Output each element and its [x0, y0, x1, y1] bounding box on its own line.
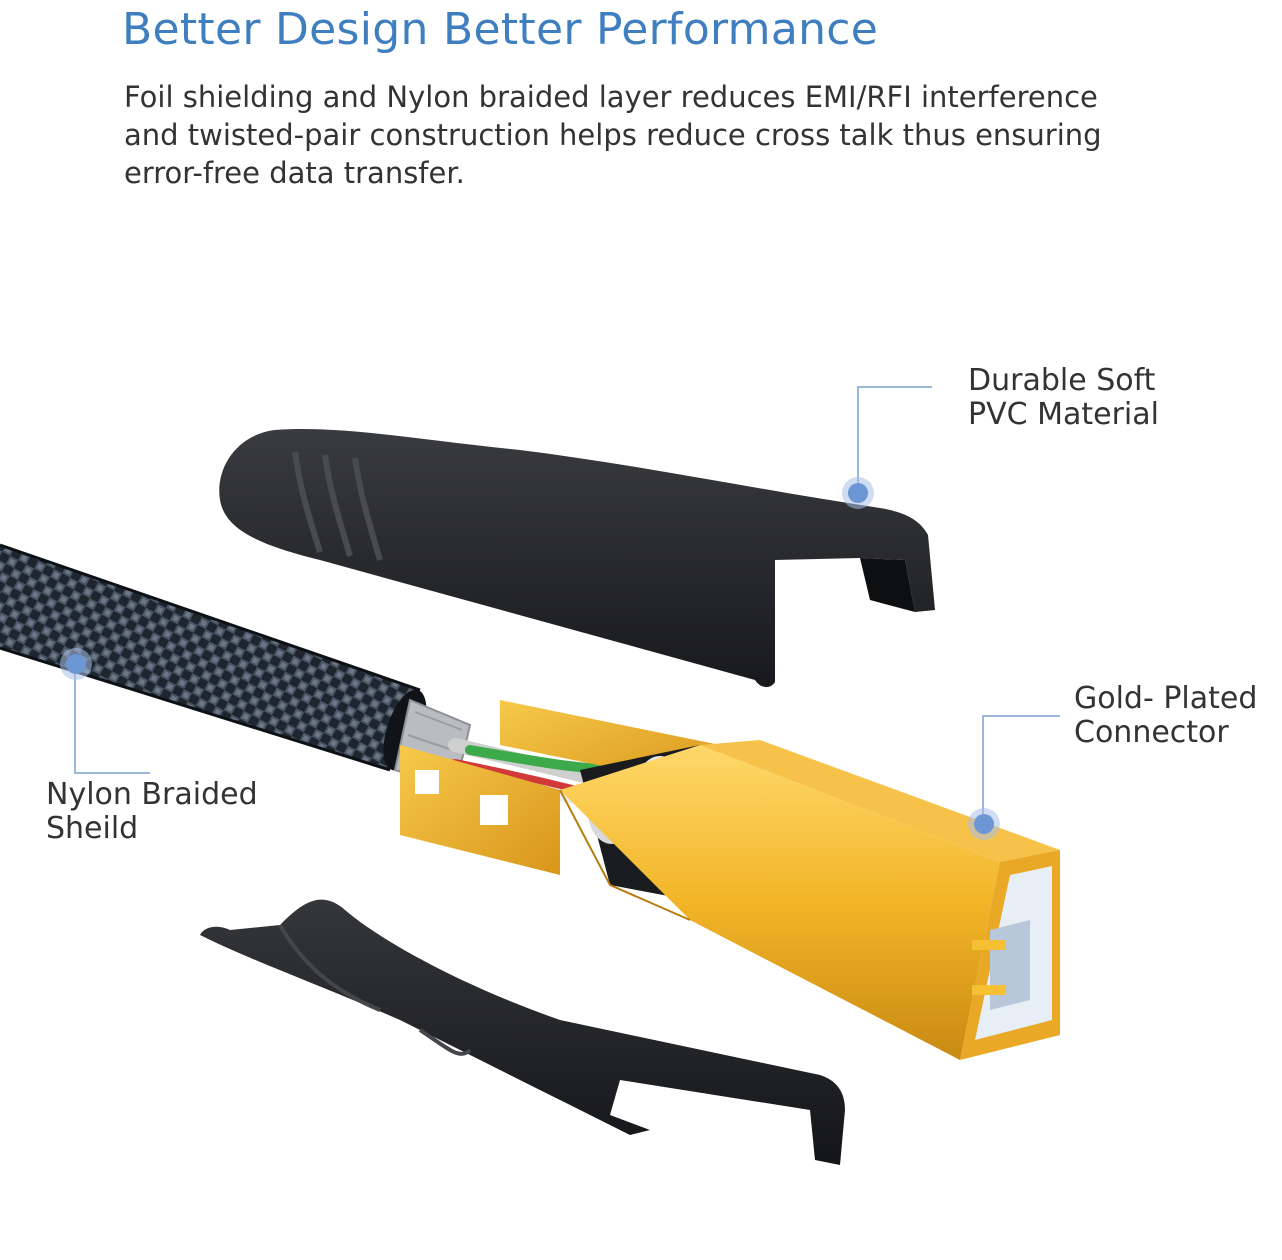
- pvc-callout-line-2: PVC Material: [968, 397, 1159, 432]
- top-pvc-cap: [219, 429, 935, 688]
- gold-callout-line-2: Connector: [1074, 715, 1229, 750]
- callout-leaders: [74, 386, 1060, 822]
- nylon-callout-line-2: Sheild: [46, 811, 139, 846]
- bottom-pvc-cap: [200, 899, 845, 1165]
- description-text: Foil shielding and Nylon braided layer r…: [124, 80, 1102, 190]
- nylon-leader-line: [74, 665, 150, 774]
- pvc-callout-dot: [848, 483, 868, 503]
- gold-callout-line-1: Gold- Plated: [1074, 681, 1258, 716]
- nylon-callout-line-1: Nylon Braided: [46, 777, 258, 812]
- nylon-shield-callout: Nylon Braided Sheild: [46, 778, 258, 846]
- gold-connector-callout: Gold- Plated Connector: [1074, 682, 1257, 750]
- gold-callout-dot: [974, 814, 994, 834]
- pvc-material-callout: Durable Soft PVC Material: [968, 364, 1159, 432]
- pvc-leader-line: [857, 386, 932, 492]
- gold-leader-line: [982, 715, 1060, 822]
- pvc-callout-line-1: Durable Soft: [968, 363, 1156, 398]
- nylon-callout-dot: [66, 654, 86, 674]
- callout-dots: [60, 477, 1000, 840]
- page-title: Better Design Better Performance: [122, 4, 879, 55]
